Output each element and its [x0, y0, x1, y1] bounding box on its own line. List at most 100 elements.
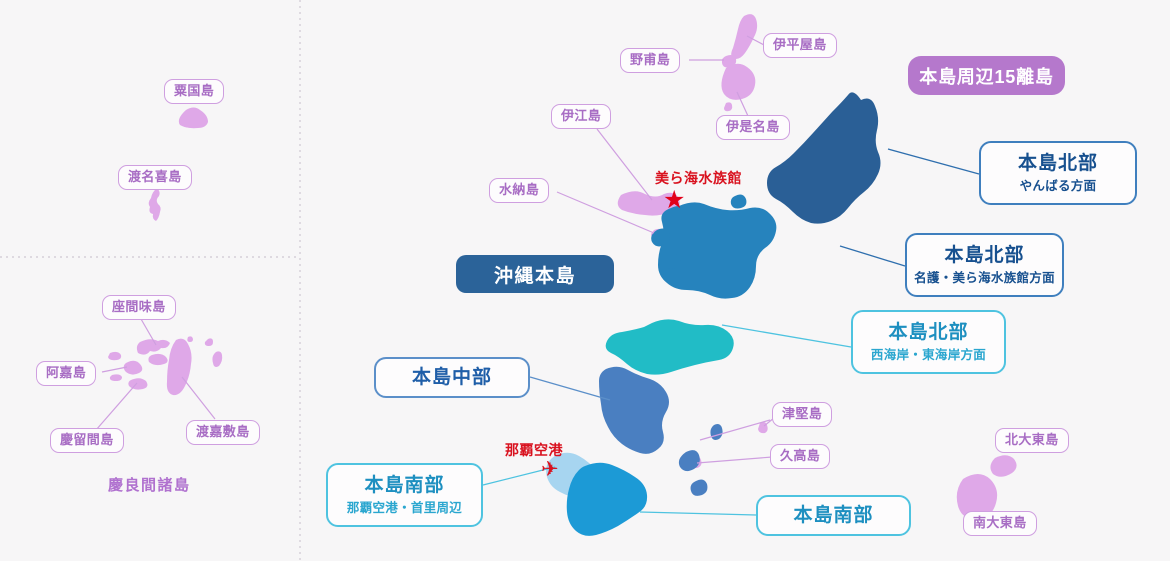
island-label-text: 水納島 [499, 182, 540, 197]
leader-kudaka [696, 456, 773, 464]
leader-chubu [529, 376, 611, 401]
region-shape-hokubu-nago [658, 202, 777, 299]
airplane-icon: ✈ [541, 458, 559, 481]
region-box-chubu[interactable]: 本島中部 [374, 357, 530, 398]
leader-nanbu [639, 511, 757, 516]
island-label-izena[interactable]: 伊是名島 [716, 115, 790, 141]
island-label-kitadaito[interactable]: 北大東島 [995, 428, 1069, 454]
island-label-minna[interactable]: 水納島 [489, 178, 550, 204]
island-shape-zamami-b [148, 353, 168, 366]
island-label-tonaki[interactable]: 渡名喜島 [118, 165, 192, 191]
region-subtitle: 名護・美ら海水族館方面 [914, 270, 1055, 285]
leader-izena [736, 91, 749, 117]
region-title: 本島南部 [793, 504, 874, 526]
badge-remote-islands-label: 本島周辺15離島 [919, 66, 1054, 87]
island-label-nohomi[interactable]: 野甫島 [620, 48, 681, 74]
region-subtitle: 那覇空港・首里周辺 [346, 500, 463, 515]
divider-lines [0, 0, 301, 561]
leader-ie [596, 128, 653, 201]
island-shape-small-b [109, 374, 122, 381]
island-shape-zamami [136, 339, 170, 355]
poi-label-naha-airport: 那覇空港 [505, 442, 563, 458]
poi-label-churaumi-aquarium: 美ら海水族館 [655, 170, 742, 186]
region-leader-lines [482, 148, 980, 516]
region-shape-hokubu-yanbaru [767, 92, 881, 224]
outer-islands-shapes [108, 107, 223, 396]
region-shape-hokubu-nago-d [651, 228, 670, 247]
region-title: 本島北部 [944, 245, 1025, 266]
island-label-minamidaito[interactable]: 南大東島 [963, 511, 1037, 537]
region-shape-chubu-d [710, 424, 723, 440]
leader-geruma [95, 382, 138, 431]
island-label-text: 津堅島 [782, 406, 823, 421]
island-shape-nohomi [721, 55, 737, 68]
island-label-text: 南大東島 [973, 515, 1027, 530]
island-shape-izena [721, 63, 756, 100]
island-label-text: 阿嘉島 [46, 365, 87, 380]
region-box-nanbu[interactable]: 本島南部 [756, 495, 911, 536]
island-shape-ie [617, 191, 680, 216]
badge-okinawa-honto-label: 沖縄本島 [493, 265, 576, 287]
caption-kerama-shoto: 慶良間諸島 [108, 477, 191, 494]
island-shape-minamidaito [956, 474, 998, 520]
island-label-geruma[interactable]: 慶留間島 [50, 428, 124, 454]
region-box-hokubu-kaigan[interactable]: 本島北部 西海岸・東海岸方面 [851, 310, 1006, 375]
island-label-text: 久高島 [780, 448, 821, 463]
star-icon: ★ [663, 186, 686, 214]
region-title: 本島中部 [411, 366, 492, 388]
leader-minna [556, 191, 655, 234]
island-shape-small-d [212, 351, 223, 367]
island-label-tsuken[interactable]: 津堅島 [772, 402, 833, 428]
island-shape-aka [123, 360, 143, 375]
island-label-ie[interactable]: 伊江島 [551, 104, 612, 130]
badge-okinawa-honto[interactable]: 沖縄本島 [456, 255, 614, 293]
main-island-shapes [546, 92, 881, 536]
northern-islands-shapes [617, 14, 1017, 520]
island-label-kudaka[interactable]: 久高島 [770, 444, 831, 470]
region-subtitle: やんばる方面 [1019, 178, 1097, 193]
island-label-aguni[interactable]: 粟国島 [164, 79, 225, 105]
leader-tokashiki [181, 376, 216, 420]
region-subtitle: 西海岸・東海岸方面 [870, 347, 987, 362]
island-label-text: 渡名喜島 [128, 169, 182, 184]
leader-zamami [140, 318, 157, 346]
region-title: 本島北部 [1017, 153, 1098, 174]
region-box-nanbu-naha[interactable]: 本島南部 那覇空港・首里周辺 [326, 463, 483, 528]
region-shape-nanbu [566, 462, 648, 536]
island-shape-small-a [108, 351, 122, 361]
badge-remote-islands[interactable]: 本島周辺15離島 [908, 56, 1065, 95]
region-shape-hokubu-nago-e [664, 254, 681, 269]
island-label-aka[interactable]: 阿嘉島 [36, 361, 97, 387]
island-leader-lines [95, 35, 775, 464]
island-shape-aguni [178, 107, 208, 129]
leader-hokubu-nago [839, 245, 906, 267]
region-shape-chubu-c [690, 479, 708, 496]
region-shape-hokubu-kaigan [605, 319, 734, 375]
island-label-zamami[interactable]: 座間味島 [102, 295, 176, 321]
island-label-text: 伊平屋島 [773, 37, 827, 52]
island-shape-small-e [187, 336, 193, 342]
island-shape-kitadaito [990, 455, 1017, 477]
region-shape-chubu [599, 366, 669, 454]
island-label-text: 伊江島 [561, 108, 602, 123]
region-box-hokubu-yanbaru[interactable]: 本島北部 やんばる方面 [979, 141, 1137, 206]
region-title: 本島北部 [888, 322, 969, 343]
leader-aka [101, 366, 128, 373]
leader-iheya [746, 35, 767, 47]
leader-hokubu-yanbaru [887, 148, 980, 175]
island-label-text: 伊是名島 [726, 119, 780, 134]
island-label-text: 慶留間島 [60, 432, 114, 447]
island-label-text: 粟国島 [174, 83, 215, 98]
region-title: 本島南部 [364, 475, 445, 496]
leader-tsuken-b [699, 419, 771, 441]
island-label-iheya[interactable]: 伊平屋島 [763, 33, 837, 59]
region-shape-hokubu-nago-b [726, 216, 745, 233]
island-label-text: 座間味島 [112, 299, 166, 314]
island-label-tokashiki[interactable]: 渡嘉敷島 [186, 420, 260, 446]
region-box-hokubu-nago[interactable]: 本島北部 名護・美ら海水族館方面 [905, 233, 1064, 298]
island-label-text: 北大東島 [1005, 432, 1059, 447]
region-shape-hokubu-nago-c [730, 194, 747, 209]
region-shape-chubu-b [678, 450, 700, 472]
